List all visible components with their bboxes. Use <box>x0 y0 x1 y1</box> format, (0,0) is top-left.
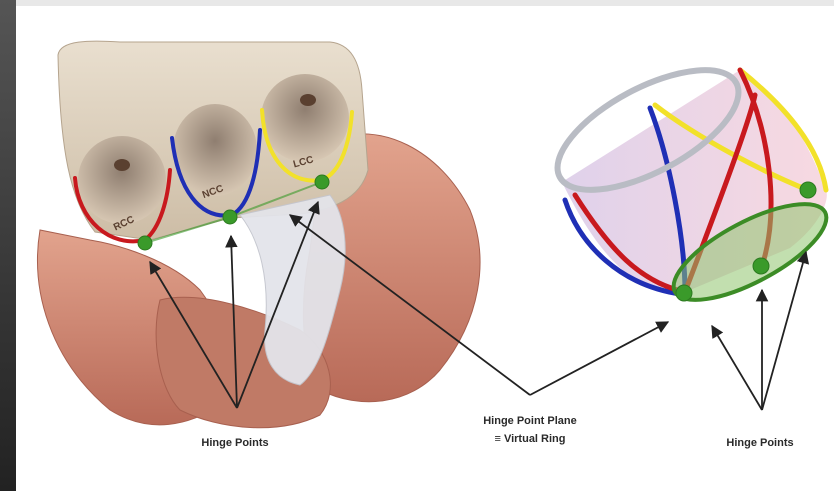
hinge-point-back <box>800 182 816 198</box>
caption-plane-line2: ≡ Virtual Ring <box>450 430 610 448</box>
caption-hinge-points-right: Hinge Points <box>695 434 825 452</box>
caption-plane-line1: Hinge Point Plane <box>450 412 610 430</box>
hinge-point-middle <box>753 258 769 274</box>
hinge-point-ncc <box>223 210 237 224</box>
left-coronary-ostium <box>300 94 316 106</box>
schematic-virtual-ring <box>540 46 834 318</box>
caption-hinge-points-left: Hinge Points <box>170 434 300 452</box>
hinge-point-rcc <box>138 236 152 250</box>
rcc-sinus <box>78 136 166 224</box>
ncc-sinus <box>173 104 257 196</box>
right-coronary-ostium <box>114 159 130 171</box>
arrow-right-1 <box>712 326 762 410</box>
lcc-sinus <box>261 74 349 162</box>
hinge-point-front <box>676 285 692 301</box>
hinge-point-lcc <box>315 175 329 189</box>
anatomical-aortic-root: RCC NCC LCC <box>38 41 480 428</box>
arrow-plane-right <box>530 322 668 395</box>
